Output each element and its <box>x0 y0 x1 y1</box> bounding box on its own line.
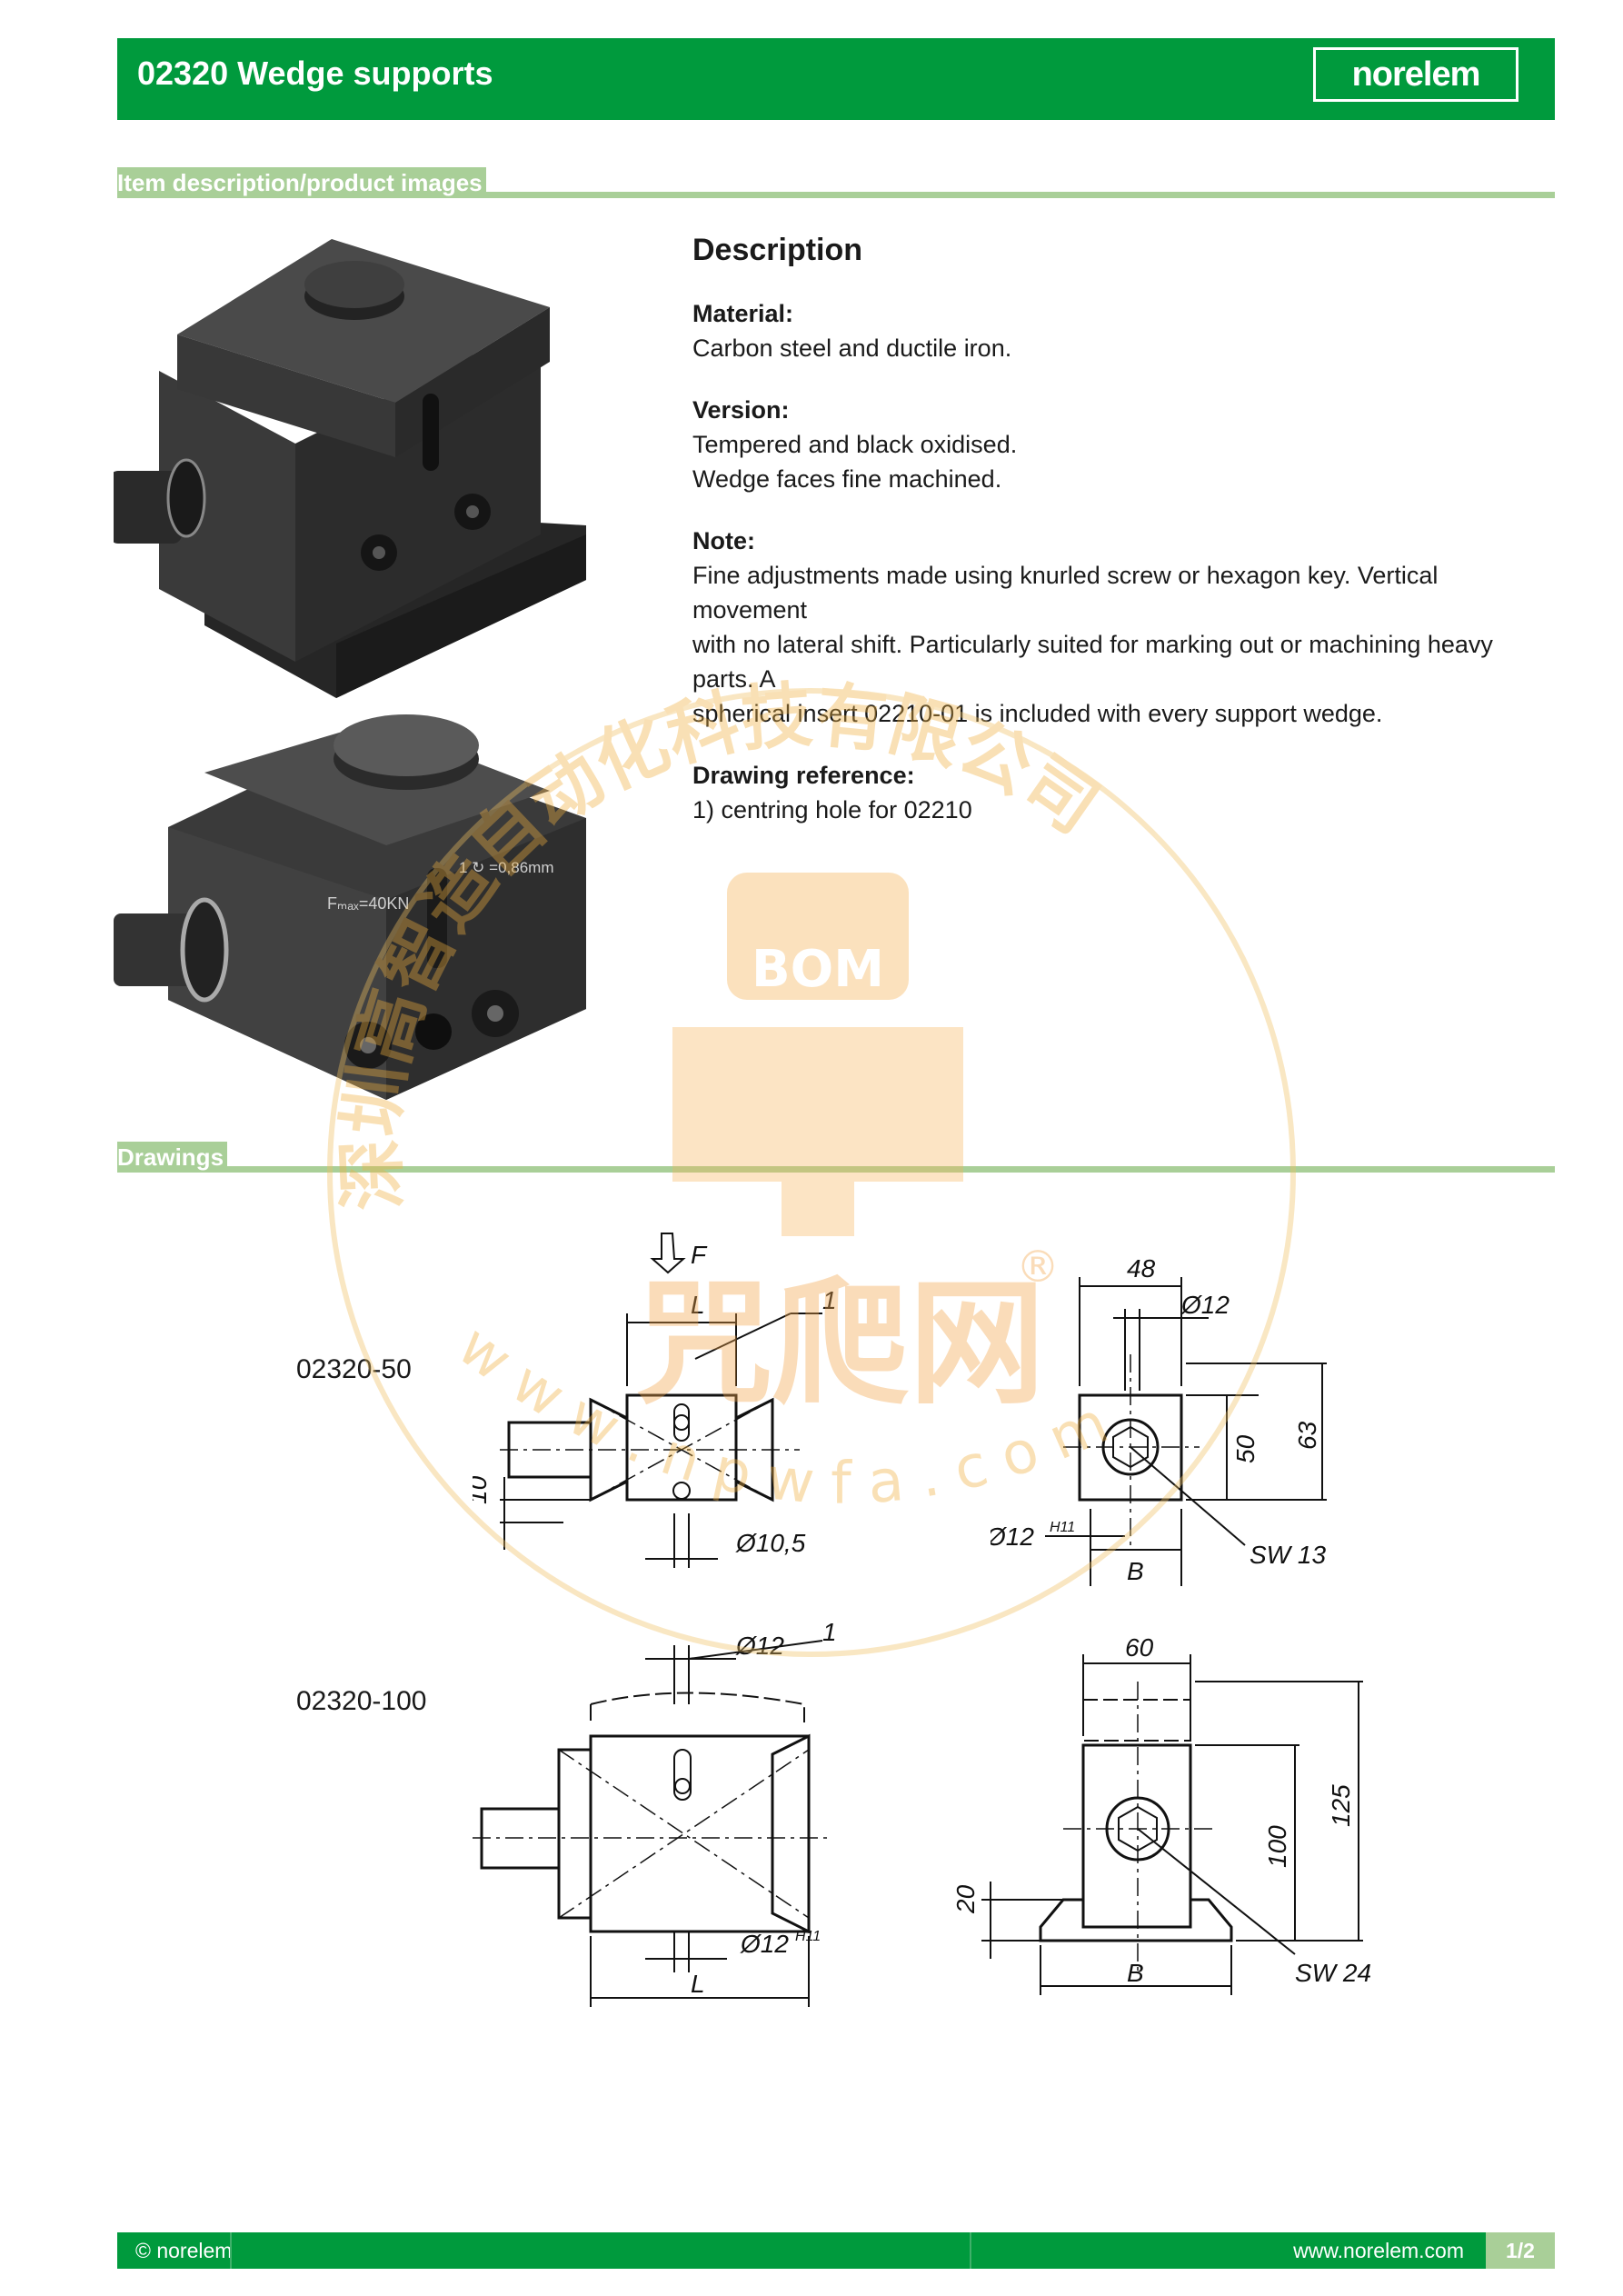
ref-mark: 1 <box>822 1618 836 1646</box>
length-label: L <box>691 1291 705 1319</box>
logo-text: norelem <box>1351 55 1481 94</box>
note-line: Fine adjustments made using knurled scre… <box>692 562 1439 624</box>
force-label: F <box>691 1241 708 1269</box>
norelem-logo: norelem <box>1313 47 1518 102</box>
version-line: Tempered and black oxidised. <box>692 431 1018 458</box>
part-code-100: 02320-100 <box>296 1686 427 1716</box>
footer-divider <box>230 2232 232 2269</box>
version-line: Wedge faces fine machined. <box>692 465 1002 493</box>
section-rule <box>117 1166 1555 1173</box>
ref-mark: 1 <box>822 1286 836 1314</box>
description-heading: Description <box>692 233 863 267</box>
dim-10: 10 <box>473 1475 492 1504</box>
product-photo-1 <box>114 239 586 698</box>
footer-bar: © norelem www.norelem.com 1/2 <box>117 2232 1555 2269</box>
note-block: Note: Fine adjustments made using knurle… <box>692 524 1547 731</box>
note-line: with no lateral shift. Particularly suit… <box>692 631 1493 693</box>
section-header-images: Item description/product images <box>117 165 1555 198</box>
section-title: Drawings <box>117 1142 228 1173</box>
drawing-50-side: 48 Ø12 50 63 Ø12 H11 B SW 13 <box>991 1254 1327 1586</box>
material-text: Carbon steel and ductile iron. <box>692 334 1012 362</box>
description-panel: Description Material: Carbon steel and d… <box>692 233 1547 854</box>
drawing-ref-block: Drawing reference: 1) centring hole for … <box>692 758 1547 827</box>
header-bar: 02320 Wedge supports norelem <box>117 38 1555 120</box>
drawing-50-front: F L 1 10 Ø10,5 <box>473 1233 836 1568</box>
dim-125: 125 <box>1327 1784 1355 1827</box>
section-header-drawings: Drawings <box>117 1140 1555 1173</box>
section-title: Item description/product images <box>117 167 486 198</box>
watermark-logo-box <box>727 873 909 1000</box>
dim-d12-h11: Ø12 <box>991 1522 1034 1551</box>
tolerance-h11: H11 <box>1050 1520 1075 1535</box>
footer-copyright: © norelem <box>135 2239 233 2262</box>
watermark-mark <box>672 1027 963 1236</box>
note-line: spherical insert 02210-01 is included wi… <box>692 700 1383 727</box>
section-rule <box>117 192 1555 198</box>
drawing-ref-label: Drawing reference: <box>692 762 915 789</box>
dim-d12-h11: Ø12 <box>740 1930 789 1958</box>
force-mark: Fₘₐₓ=40KN <box>327 894 409 913</box>
drawing-ref-text: 1) centring hole for 02210 <box>692 796 972 824</box>
dim-20: 20 <box>951 1884 980 1914</box>
version-block: Version: Tempered and black oxidised. We… <box>692 393 1547 496</box>
dim-d10-5: Ø10,5 <box>735 1529 806 1557</box>
stroke-mark: 1 ↻ =0,86mm <box>459 859 553 876</box>
dim-sw24: SW 24 <box>1295 1959 1371 1987</box>
drawing-100-side: 60 20 100 125 B SW 24 <box>951 1633 1371 1995</box>
dim-l: L <box>691 1970 705 1998</box>
product-photo-2: Fₘₐₓ=40KN 1 ↻ =0,86mm <box>114 714 586 1100</box>
footer-url[interactable]: www.norelem.com <box>1293 2239 1464 2262</box>
page-number: 1/2 <box>1486 2232 1555 2269</box>
dim-d12: Ø12 <box>1180 1291 1230 1319</box>
dim-d12-top: Ø12 <box>735 1632 784 1660</box>
dim-100: 100 <box>1263 1825 1291 1868</box>
dim-60: 60 <box>1125 1633 1154 1662</box>
drawing-100-front: Ø12 1 Ø12 H11 L <box>473 1618 836 2007</box>
dim-sw13: SW 13 <box>1250 1541 1326 1569</box>
dim-48: 48 <box>1127 1254 1156 1283</box>
footer-divider <box>970 2232 971 2269</box>
dim-63: 63 <box>1293 1421 1321 1450</box>
page-title: 02320 Wedge supports <box>137 55 493 92</box>
dim-b: B <box>1127 1557 1144 1585</box>
material-block: Material: Carbon steel and ductile iron. <box>692 296 1547 365</box>
note-label: Note: <box>692 527 755 554</box>
dim-50: 50 <box>1231 1434 1260 1463</box>
watermark-logo: BOM <box>752 940 884 999</box>
version-label: Version: <box>692 396 790 424</box>
dim-b: B <box>1127 1959 1144 1987</box>
part-code-50: 02320-50 <box>296 1354 412 1384</box>
material-label: Material: <box>692 300 794 327</box>
